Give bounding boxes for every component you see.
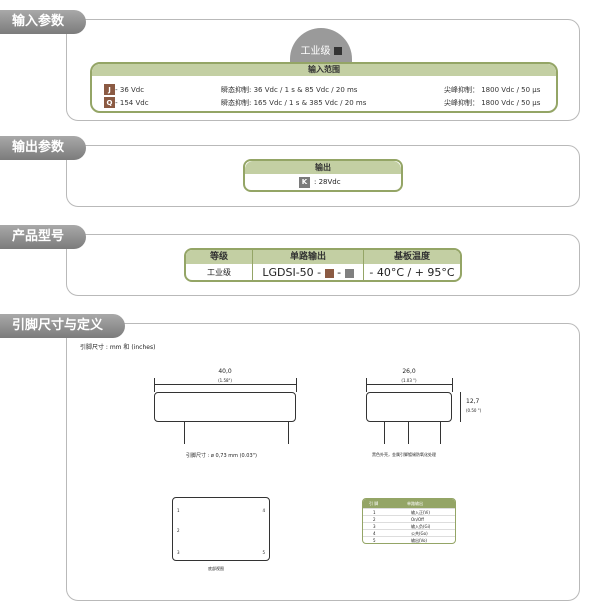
unit-note: 引脚尺寸 : mm 和 (inches) <box>80 344 156 351</box>
module-end-body <box>366 392 452 422</box>
model-dash: - <box>337 266 342 279</box>
column-divider <box>363 250 364 280</box>
model-header-temperature: 基板温度 <box>364 250 460 264</box>
height-in: (0.50 ") <box>466 408 482 413</box>
code-badge-k: K <box>299 177 310 188</box>
transient-value: 瞬态抑制: 165 Vdc / 1 s & 385 Vdc / 20 ms <box>221 99 367 107</box>
spike-value: 尖峰抑制： 1800 Vdc / 50 µs <box>444 86 541 94</box>
pin-label: 4 <box>262 508 265 513</box>
pin-function: On/Off <box>411 517 424 522</box>
pin-number: 4 <box>373 531 376 536</box>
pin-function: 输入正(Vi) <box>411 510 430 515</box>
model-temperature: - 40°C / + 95°C <box>369 266 455 279</box>
pin-header: 引 脚 <box>369 501 379 506</box>
pin-diameter-note: 引脚尺寸 : ø 0,73 mm (0.03") <box>186 453 257 459</box>
output-value: : 28Vdc <box>314 178 341 186</box>
output-row: K : 28Vdc <box>299 177 341 188</box>
depth-mm: 26,0 <box>402 368 416 375</box>
dimension-line <box>366 384 452 385</box>
pin-number: 1 <box>373 510 376 515</box>
pin-line <box>184 422 185 444</box>
section-tab-model: 产品型号 <box>0 225 87 249</box>
code-badge-j: J <box>104 84 115 95</box>
column-divider <box>252 250 253 280</box>
module-side-body <box>154 392 296 422</box>
section-title: 产品型号 <box>12 229 65 244</box>
pin-row: 2 On/Off <box>363 515 455 522</box>
pin-line <box>408 422 409 444</box>
pin-number: 3 <box>373 524 376 529</box>
pin-label: 3 <box>177 550 180 555</box>
height-mm: 12,7 <box>466 398 480 405</box>
range-value: 36 - 154 Vdc <box>104 99 149 107</box>
pin-label: 1 <box>177 508 180 513</box>
dimension-tick <box>452 378 453 392</box>
dimension-line <box>154 384 296 385</box>
bottom-caption: 底部视图 <box>208 566 224 571</box>
pin-row: 4 公共(Go) <box>363 529 455 536</box>
grade-label: 工业级 <box>300 46 331 57</box>
pin-line <box>440 422 441 444</box>
pin-line <box>384 422 385 444</box>
width-in: (1.58") <box>218 378 232 383</box>
pin-definition-table: 引 脚 单路输出 1 输入正(Vi) 2 On/Off 3 输入负(Gi) 4 公共(G… <box>362 498 456 544</box>
side-view-drawing: 40,0 (1.58") <box>150 360 310 450</box>
section-title: 输入参数 <box>12 14 65 29</box>
dimension-tick <box>154 378 155 392</box>
pin-line <box>288 422 289 444</box>
model-header-output: 单路输出 <box>253 250 363 264</box>
dimension-tick <box>366 378 367 392</box>
pin-row: 1 输入正(Vi) <box>363 508 455 515</box>
function-header: 单路输出 <box>407 501 423 506</box>
output-header: 输出 <box>245 161 401 174</box>
pin-function: 输出(Vo) <box>411 538 427 543</box>
input-range-header: 输入范围 <box>92 64 556 76</box>
model-table: 等级 单路输出 基板温度 工业级 LGDSI-50 - - - 40°C / +… <box>184 248 462 282</box>
output-table: 输出 K : 28Vdc <box>243 159 403 192</box>
input-code-square-icon <box>324 268 334 278</box>
range-value: 10 - 36 Vdc <box>104 86 145 94</box>
model-header-grade: 等级 <box>186 250 252 264</box>
code-badge-q: Q <box>104 97 115 108</box>
side-caption: 黑色外壳，金属引脚镀锡防氧化处理 <box>372 452 436 457</box>
bottom-view-drawing: 1 2 3 4 5 <box>172 497 270 561</box>
end-view-drawing: 26,0 (1.03 ") 12,7 (0.50 ") <box>362 360 482 450</box>
output-code-square-icon <box>344 268 354 278</box>
width-mm: 40,0 <box>218 368 232 375</box>
pin-row: 3 输入负(Gi) <box>363 522 455 529</box>
section-title: 输出参数 <box>12 140 65 155</box>
grade-square-icon <box>333 47 342 55</box>
pin-label: 5 <box>262 550 265 555</box>
section-tab-output: 输出参数 <box>0 136 87 160</box>
pin-function: 公共(Go) <box>411 531 428 536</box>
section-tab-pinout: 引脚尺寸与定义 <box>0 314 126 338</box>
pin-function: 输入负(Gi) <box>411 524 431 529</box>
pinout-section <box>66 323 580 601</box>
section-title: 引脚尺寸与定义 <box>12 318 104 333</box>
pin-row: 5 输出(Vo) <box>363 536 455 543</box>
pin-number: 2 <box>373 517 376 522</box>
pin-table-header: 引 脚 单路输出 <box>363 499 455 508</box>
transient-value: 瞬态抑制: 36 Vdc / 1 s & 85 Vdc / 20 ms <box>221 86 358 94</box>
depth-in: (1.03 ") <box>401 378 417 383</box>
dimension-tick <box>296 378 297 392</box>
height-dimension-line <box>460 392 461 422</box>
model-prefix: LGDSI-50 - <box>262 266 322 279</box>
model-grade: 工业级 <box>207 268 231 277</box>
pin-label: 2 <box>177 528 180 533</box>
pin-number: 5 <box>373 538 376 543</box>
spike-value: 尖峰抑制： 1800 Vdc / 50 µs <box>444 99 541 107</box>
model-number: LGDSI-50 - - <box>253 264 363 280</box>
section-tab-input: 输入参数 <box>0 10 87 34</box>
